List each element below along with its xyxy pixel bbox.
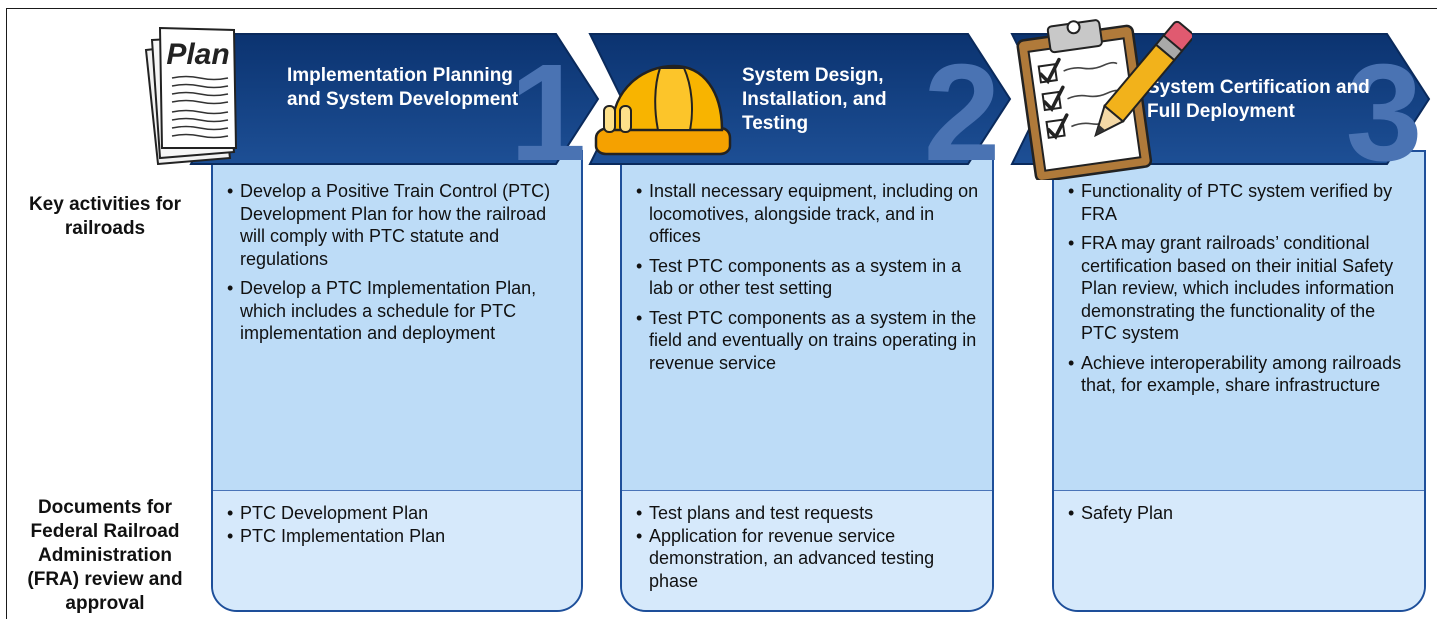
phase-1-documents-area — [213, 491, 581, 610]
phase-3-number: 3 — [1346, 36, 1423, 190]
phase-3-activities-list: • Functionality of PTC system verified by… — [1068, 180, 1414, 404]
bullet: • — [227, 278, 234, 298]
bullet: • — [636, 525, 643, 546]
bullet: • — [1068, 233, 1075, 253]
plan-icon-label: Plan — [166, 38, 229, 71]
activity-text: Develop a Positive Train Control (PTC) D… — [240, 181, 551, 269]
plan-document-icon: Plan — [144, 26, 238, 165]
list-item: • PTC Development Plan — [227, 502, 571, 525]
list-item: • Test plans and test requests — [636, 502, 982, 525]
phase-2-number: 2 — [924, 36, 1001, 190]
document-text: PTC Implementation Plan — [240, 525, 446, 546]
activity-text: Test PTC components as a system in the f… — [649, 307, 977, 373]
list-item: • Test PTC components as a system in the … — [636, 307, 982, 375]
list-item: • Develop a PTC Implementation Plan, whic… — [227, 277, 571, 345]
bullet: • — [227, 181, 234, 201]
frame-left-line — [6, 8, 7, 619]
list-item: • Safety Plan — [1068, 502, 1414, 525]
frame-top-line — [6, 8, 1437, 9]
phase-2-divider — [622, 490, 992, 491]
document-text: Application for revenue service demonstr… — [649, 525, 935, 591]
list-item: • Develop a Positive Train Control (PTC) … — [227, 180, 571, 270]
document-text: PTC Development Plan — [240, 503, 429, 523]
bullet: • — [1068, 181, 1075, 201]
phase-1-panel: • Develop a Positive Train Control (PTC) … — [211, 150, 583, 612]
bullet: • — [227, 525, 234, 546]
phase-2-documents-list: • Test plans and test requests • Applicati… — [636, 502, 982, 592]
bullet: • — [227, 503, 234, 523]
phase-3-panel: • Functionality of PTC system verified by… — [1052, 150, 1426, 612]
phase-2-title: System Design, Installation, and Testing — [742, 65, 887, 134]
list-item: • PTC Implementation Plan — [227, 525, 571, 548]
clipboard-checklist-icon — [1016, 19, 1192, 180]
bullet: • — [636, 307, 643, 328]
bullet: • — [1068, 352, 1075, 373]
phase-1-title: Implementation Planning and System Devel… — [287, 65, 519, 110]
phase-3-documents-area — [1054, 491, 1424, 610]
list-item: • Application for revenue service demonst… — [636, 525, 982, 593]
row-label-documents: Documents for Federal Railroad Administr… — [27, 497, 183, 614]
list-item: • FRA may grant railroads’ conditional ce… — [1068, 232, 1414, 345]
phase-3-documents-list: • Safety Plan — [1068, 502, 1414, 525]
list-item: • Install necessary equipment, including … — [636, 180, 982, 248]
list-item: • Functionality of PTC system verified by… — [1068, 180, 1414, 225]
phase-2-activities-list: • Install necessary equipment, including … — [636, 180, 982, 381]
activity-text: Test PTC components as a system in a lab… — [649, 255, 962, 299]
bullet: • — [1068, 503, 1075, 523]
bullet: • — [636, 181, 643, 201]
document-text: Test plans and test requests — [649, 503, 874, 523]
phase-1-divider — [213, 490, 581, 491]
bullet: • — [636, 503, 643, 523]
list-item: • Test PTC components as a system in a la… — [636, 255, 982, 300]
activity-text: Achieve interoperability among railroads… — [1081, 352, 1402, 396]
document-text: Safety Plan — [1081, 503, 1174, 523]
phase-3-title: System Certification and Full Deployment — [1147, 77, 1370, 122]
row-label-activities: Key activities for railroads — [28, 194, 182, 239]
phase-2-panel: • Install necessary equipment, including … — [620, 150, 994, 612]
activity-text: Functionality of PTC system verified by … — [1081, 181, 1393, 224]
phase-3-divider — [1054, 490, 1424, 491]
bullet: • — [636, 255, 643, 276]
hard-hat-icon — [594, 64, 732, 156]
phase-1-number: 1 — [510, 36, 587, 190]
phase-1-activities-list: • Develop a Positive Train Control (PTC) … — [227, 180, 571, 352]
activity-text: FRA may grant railroads’ conditional cer… — [1081, 233, 1395, 343]
activity-text: Install necessary equipment, including o… — [649, 181, 979, 246]
list-item: • Achieve interoperability among railroad… — [1068, 352, 1414, 397]
phase-2-documents-area — [622, 491, 992, 610]
phase-1-documents-list: • PTC Development Plan • PTC Implementatio… — [227, 502, 571, 547]
activity-text: Develop a PTC Implementation Plan, which… — [240, 278, 537, 343]
